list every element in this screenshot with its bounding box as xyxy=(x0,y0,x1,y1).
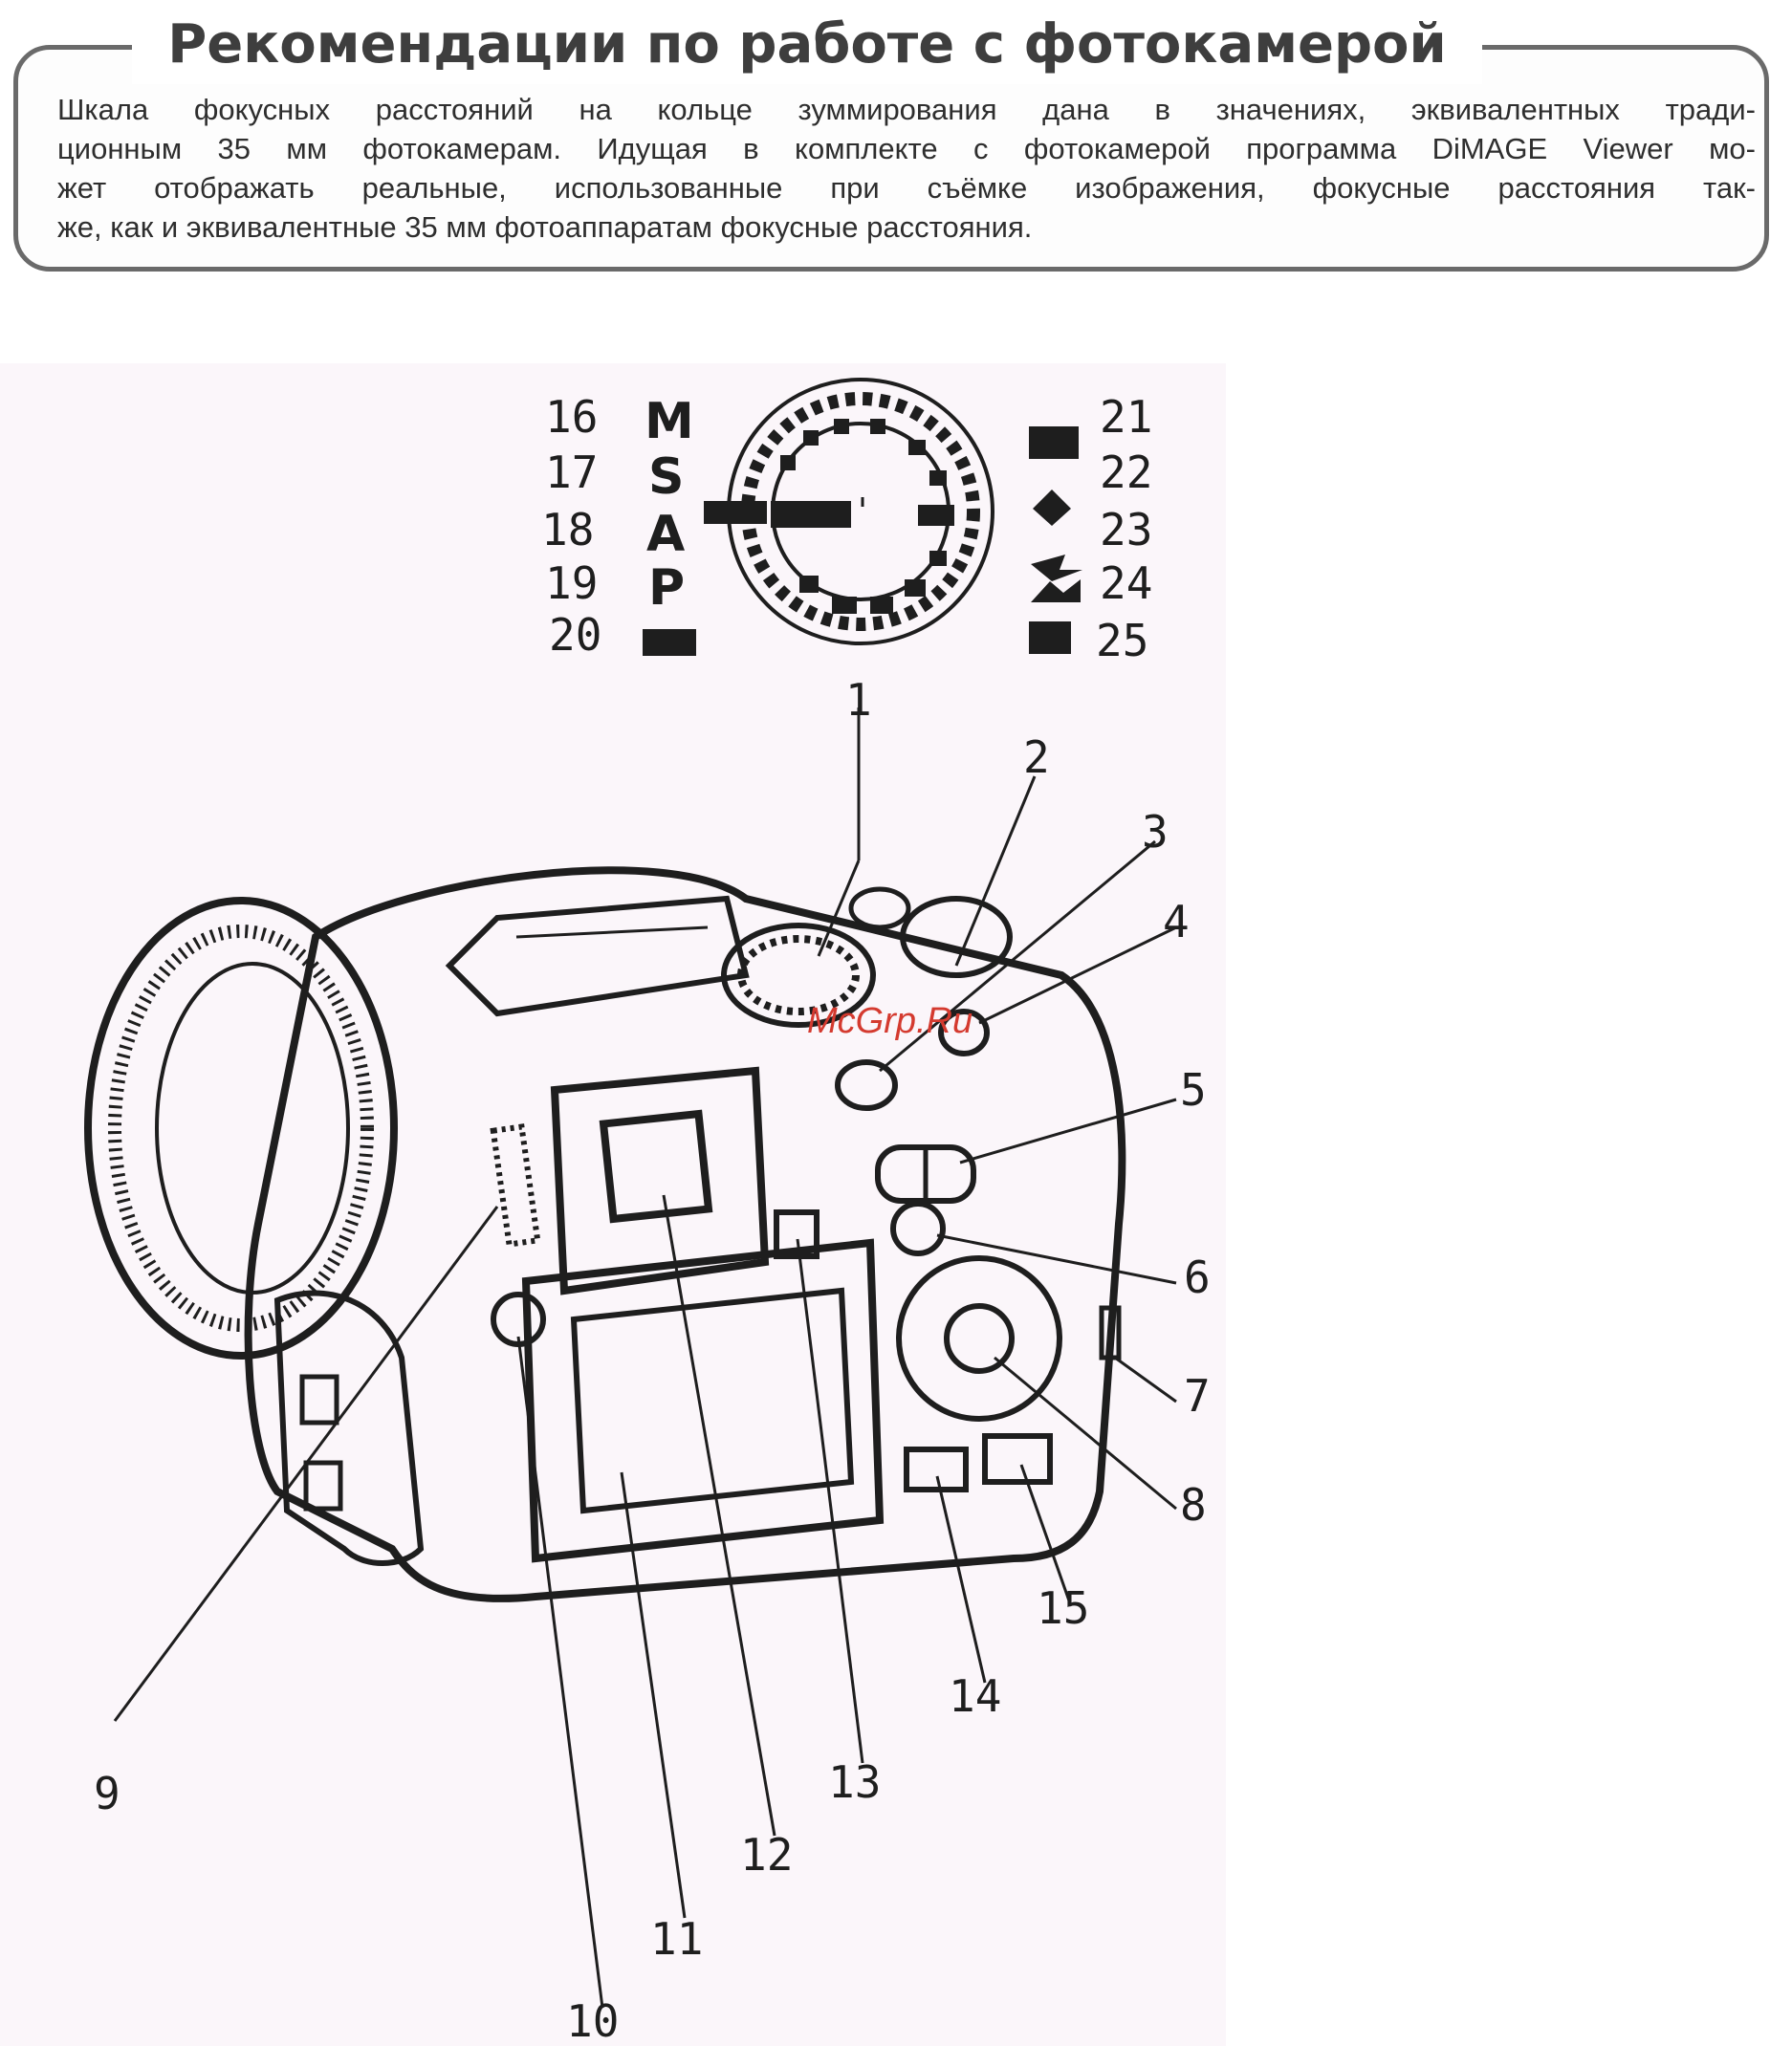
callout-9: 9 xyxy=(94,1768,120,1819)
port-cover xyxy=(1099,1305,1122,1360)
viewfinder-eyecup xyxy=(550,1066,770,1295)
camera-diagram: 16 M 17 S 18 A 19 P 20 21 22 23 24 25 1 … xyxy=(84,378,1211,2046)
lcd-housing xyxy=(521,1238,885,1563)
mode-number: 16 xyxy=(545,391,598,443)
leader-8 xyxy=(994,1356,1177,1511)
callout-15: 15 xyxy=(1037,1582,1089,1634)
viewfinder xyxy=(599,1109,713,1224)
recommendation-title: Рекомендации по работе с фотокамерой xyxy=(132,6,1482,84)
leader-10 xyxy=(516,1336,604,2009)
mode-number: 19 xyxy=(545,557,598,609)
grip xyxy=(273,1290,425,1566)
lcd-monitor xyxy=(570,1287,855,1514)
button-4 xyxy=(938,1009,990,1056)
leader-4 xyxy=(978,925,1177,1025)
flash-housing xyxy=(445,895,750,1017)
button-15 xyxy=(982,1433,1053,1485)
mode-number: 17 xyxy=(545,446,598,498)
mode-dial-icon xyxy=(704,378,994,645)
mode-number: 18 xyxy=(541,504,594,555)
mode-number: 20 xyxy=(549,609,601,661)
mode-symbol: M xyxy=(645,393,694,450)
callout-1: 1 xyxy=(845,674,872,726)
auto-icon xyxy=(643,629,696,656)
mode-list-left: 16 M 17 S 18 A 19 P 20 xyxy=(541,391,694,661)
callout-14: 14 xyxy=(949,1670,1001,1722)
controller xyxy=(896,1255,1062,1422)
mode-symbol: P xyxy=(648,559,685,617)
body-sub-dial xyxy=(900,896,1013,978)
button-3 xyxy=(835,1059,898,1111)
callout-4: 4 xyxy=(1163,896,1190,947)
camera-body xyxy=(244,866,1126,1602)
watermark: McGrp.Ru xyxy=(807,1001,972,1041)
callout-12: 12 xyxy=(740,1829,793,1881)
mode-number: 21 xyxy=(1100,391,1152,443)
mode-symbol: S xyxy=(648,448,684,506)
callout-8: 8 xyxy=(1180,1479,1207,1531)
button-13 xyxy=(774,1209,820,1259)
leader-9 xyxy=(113,1206,499,1722)
mode-number: 25 xyxy=(1096,615,1148,666)
callout-10: 10 xyxy=(566,1995,619,2046)
controller-center xyxy=(944,1303,1015,1374)
button-6 xyxy=(890,1201,946,1256)
camera-figure: 16 M 17 S 18 A 19 P 20 21 22 23 24 25 1 … xyxy=(0,363,1226,2046)
mode-number: 22 xyxy=(1100,446,1152,498)
recommendation-body: Шкала фокусных расстояний на кольце зумм… xyxy=(57,90,1756,247)
callout-7: 7 xyxy=(1184,1370,1211,1422)
leader-14 xyxy=(935,1475,987,1684)
leader-12 xyxy=(662,1194,776,1837)
night-portrait-icon xyxy=(1029,621,1071,654)
recommendation-line: же, как и эквивалентные 35 мм фотоаппара… xyxy=(57,210,1033,244)
leader-7 xyxy=(1114,1356,1177,1404)
mode-number: 24 xyxy=(1100,557,1152,609)
callout-6: 6 xyxy=(1184,1252,1211,1303)
callout-3: 3 xyxy=(1142,806,1169,858)
mr-icon xyxy=(1029,426,1079,459)
mode-list-right: 21 22 23 24 25 xyxy=(1096,391,1152,666)
leader-5 xyxy=(959,1098,1177,1164)
leader-3 xyxy=(879,839,1156,1073)
leader-13 xyxy=(796,1238,864,1764)
mode-number: 23 xyxy=(1100,504,1152,555)
side-dial xyxy=(490,1123,541,1248)
mode-symbol: A xyxy=(646,506,685,563)
leader-1b xyxy=(817,860,861,957)
callout-2: 2 xyxy=(1023,731,1050,783)
body-mode-dial xyxy=(721,923,876,1028)
sports-icon xyxy=(1031,555,1082,581)
recommendation-line: жет отображать реальные, использованные … xyxy=(57,171,1756,205)
button-14 xyxy=(904,1447,969,1492)
callout-5: 5 xyxy=(1180,1064,1207,1116)
callout-numbers: 1 2 3 4 5 6 7 8 9 10 11 12 13 14 15 xyxy=(94,674,1211,2046)
leader-11 xyxy=(620,1471,687,1919)
lens xyxy=(84,897,398,1360)
leader-15 xyxy=(1019,1464,1073,1607)
recommendation-line: Шкала фокусных расстояний на кольце зумм… xyxy=(57,93,1756,126)
leader-6 xyxy=(936,1233,1177,1285)
landscape-icon xyxy=(1031,579,1081,602)
callout-11: 11 xyxy=(650,1913,703,1965)
leader-2 xyxy=(954,775,1037,967)
portrait-icon xyxy=(1033,490,1071,526)
callout-13: 13 xyxy=(828,1756,881,1808)
recommendation-line: ционным 35 мм фотокамерам. Идущая в комп… xyxy=(57,132,1756,165)
